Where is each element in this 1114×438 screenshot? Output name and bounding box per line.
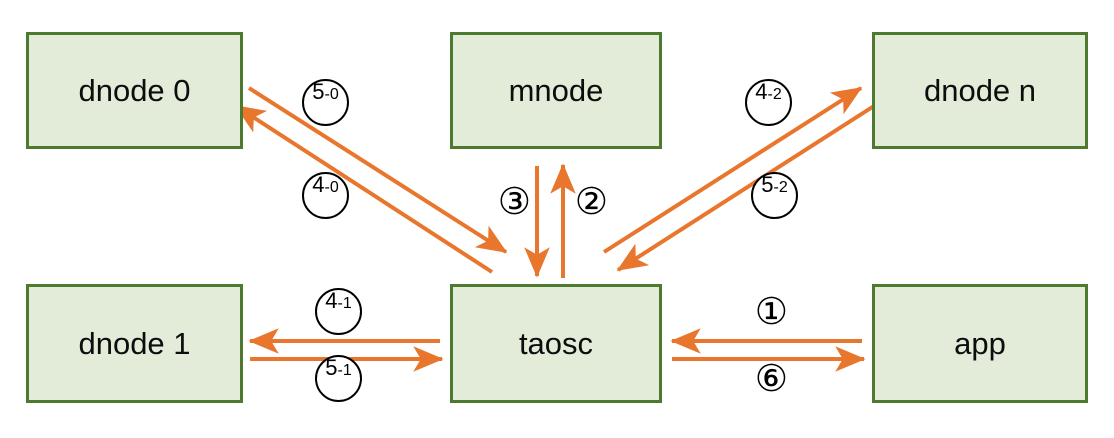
edge-badge-4-2-main: 4 xyxy=(755,79,768,104)
node-label-mnode: mnode xyxy=(508,73,604,108)
edge-badge-5-0: 5 -0 xyxy=(302,79,349,126)
edge-badge-3: ③ xyxy=(497,180,532,223)
edge-badge-5-2: 5 -2 xyxy=(751,172,798,219)
node-dnode-n[interactable]: dnode n xyxy=(872,32,1088,149)
node-label-taosc: taosc xyxy=(518,326,594,361)
node-dnode-0[interactable]: dnode 0 xyxy=(26,32,243,149)
edge-badge-4-1-sub: -1 xyxy=(337,295,352,312)
edge-badge-5-0-main: 5 xyxy=(312,79,325,104)
edge-badge-4-0: 4 -0 xyxy=(302,172,349,219)
edge-badge-4-1: 4 -1 xyxy=(315,288,362,335)
node-mnode[interactable]: mnode xyxy=(450,32,662,149)
edge-5-2 xyxy=(616,104,876,272)
edge-badge-4-0-sub: -0 xyxy=(324,179,339,196)
edge-badge-5-2-sub: -2 xyxy=(773,179,788,196)
node-dnode-1[interactable]: dnode 1 xyxy=(26,284,243,403)
edge-badge-1: ① xyxy=(754,290,789,333)
edge-badge-4-0-main: 4 xyxy=(312,172,325,197)
edge-4-0 xyxy=(247,86,508,254)
edge-badge-4-2-sub: -2 xyxy=(767,86,782,103)
edge-4-2 xyxy=(602,86,863,254)
edge-badge-5-1: 5 -1 xyxy=(315,355,362,402)
edge-badge-4-2: 4 -2 xyxy=(745,79,792,126)
node-label-dnode-0: dnode 0 xyxy=(78,73,191,108)
edge-badge-6: ⑥ xyxy=(754,357,789,400)
node-label-app: app xyxy=(954,326,1006,361)
edge-badge-5-0-sub: -0 xyxy=(324,86,339,103)
edge-5-0 xyxy=(234,104,494,274)
edge-badge-5-1-main: 5 xyxy=(325,355,338,380)
node-taosc[interactable]: taosc xyxy=(450,284,662,403)
edge-badge-4-1-main: 4 xyxy=(325,288,338,313)
edge-badge-5-1-sub: -1 xyxy=(337,362,352,379)
node-app[interactable]: app xyxy=(872,284,1088,403)
edge-badge-5-2-main: 5 xyxy=(761,172,774,197)
edge-badge-2: ② xyxy=(574,180,609,223)
node-label-dnode-n: dnode n xyxy=(923,73,1037,108)
node-label-dnode-1: dnode 1 xyxy=(78,326,191,361)
